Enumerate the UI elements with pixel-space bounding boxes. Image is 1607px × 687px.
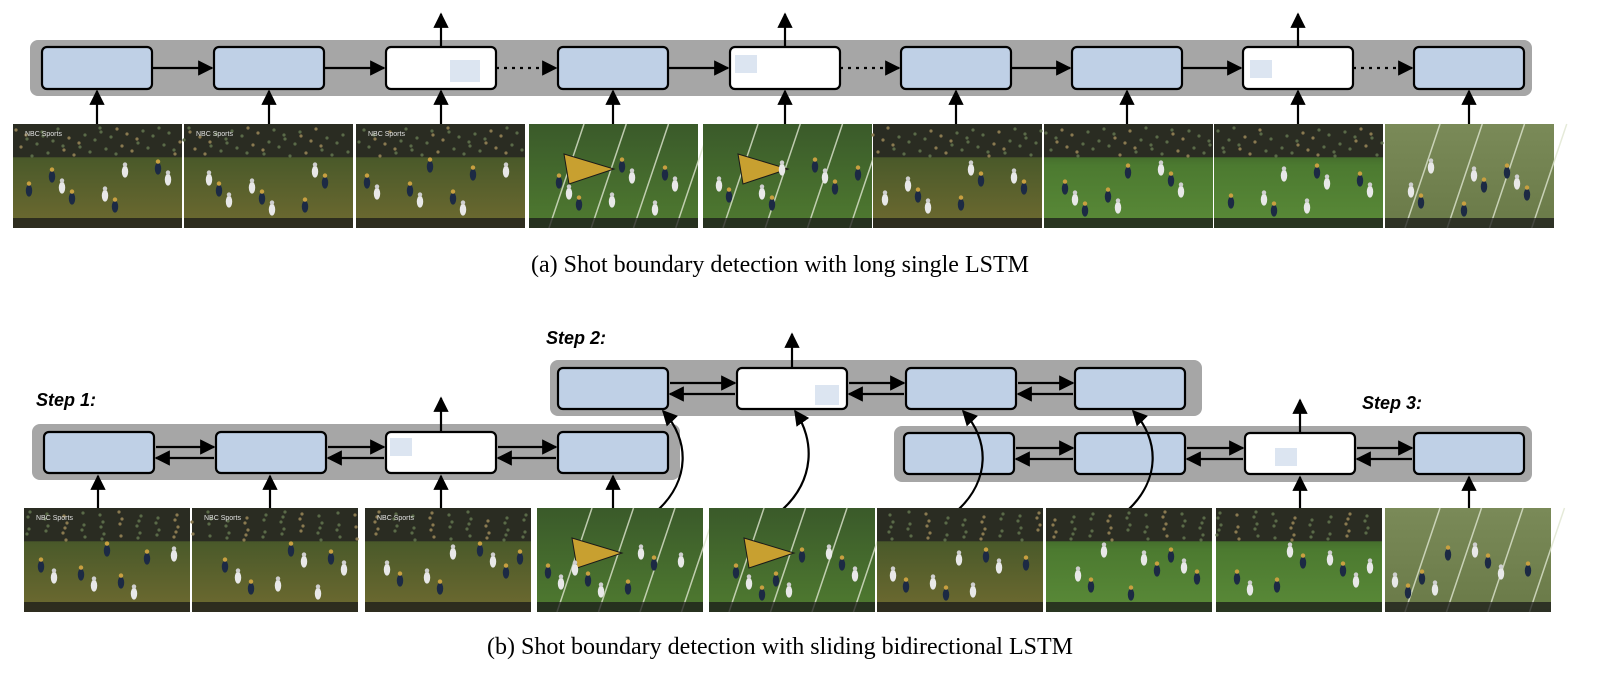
lstm-cell: [556, 430, 670, 475]
frame-watermark: NBC Sports: [196, 131, 233, 138]
caption-a: (a) Shot boundary detection with long si…: [531, 252, 1029, 278]
output-arrows-a: [433, 12, 1306, 47]
step-2-label: Step 2:: [546, 328, 606, 348]
bidirectional-arrows-step1: [154, 439, 558, 466]
video-frames-a: NBC Sports NBC Sports NBC Sports: [13, 123, 1568, 229]
lstm-cell: [212, 45, 326, 91]
video-frame: [877, 508, 1043, 612]
lstm-cell: [904, 366, 1018, 411]
video-frame: [529, 123, 712, 229]
video-frame: NBC Sports: [24, 508, 190, 612]
bidirectional-arrows-step2: [668, 375, 1075, 402]
video-frame: [703, 123, 886, 229]
input-arrows-a: [89, 89, 1477, 124]
video-frame: NBC Sports: [190, 508, 359, 612]
video-frame: [537, 507, 718, 613]
lstm-cell: [1412, 45, 1526, 91]
lstm-cell: [42, 430, 156, 475]
lstm-cell: [214, 430, 328, 475]
curved-input-arrows: [657, 409, 1154, 511]
lstm-cells-a: [40, 45, 1526, 91]
frame-watermark: NBC Sports: [204, 515, 241, 522]
video-frame: [871, 124, 1043, 228]
lstm-band-step1: [32, 424, 680, 480]
video-frame: NBC Sports: [182, 124, 353, 228]
bidirectional-arrows-step3: [1014, 440, 1414, 467]
lstm-cell: [899, 45, 1013, 91]
step-3-label: Step 3:: [1362, 393, 1422, 413]
lstm-cell: [40, 45, 154, 91]
video-frame: [709, 507, 890, 613]
video-frame: NBC Sports: [365, 508, 531, 612]
frame-watermark: NBC Sports: [25, 131, 62, 138]
lstm-cell: [1073, 431, 1187, 476]
frame-watermark: NBC Sports: [36, 515, 73, 522]
lstm-band-step2: [550, 360, 1202, 416]
video-frame: NBC Sports: [13, 124, 182, 228]
lstm-cell: [1073, 366, 1187, 411]
step-1-label: Step 1:: [36, 390, 96, 410]
part-a: NBC Sports NBC Sports NBC Sports (a) Shot …: [13, 12, 1568, 278]
lstm-cell: [1412, 431, 1526, 476]
video-frame: [1385, 123, 1568, 229]
lstm-band-step3: [894, 426, 1532, 482]
boundary-cell: [1243, 431, 1357, 476]
lstm-cell: [902, 431, 1016, 476]
video-frame: [1215, 508, 1382, 612]
input-arrows-b: [90, 474, 1477, 508]
lstm-cell: [556, 366, 670, 411]
video-frame: NBC Sports: [356, 124, 525, 228]
video-frame: [1044, 124, 1213, 228]
lstm-cell: [1070, 45, 1184, 91]
video-frame: [1214, 124, 1384, 228]
lstm-cell: [556, 45, 670, 91]
caption-b: (b) Shot boundary detection with sliding…: [487, 634, 1073, 660]
video-frame: [1385, 507, 1566, 613]
video-frames-b: NBC Sports NBC Sports NBC Sports: [24, 507, 1566, 613]
frame-watermark: NBC Sports: [377, 515, 414, 522]
part-b: Step 1: Step 2: Step 3:: [24, 328, 1566, 660]
frame-watermark: NBC Sports: [368, 131, 405, 138]
video-frame: [1046, 508, 1212, 612]
